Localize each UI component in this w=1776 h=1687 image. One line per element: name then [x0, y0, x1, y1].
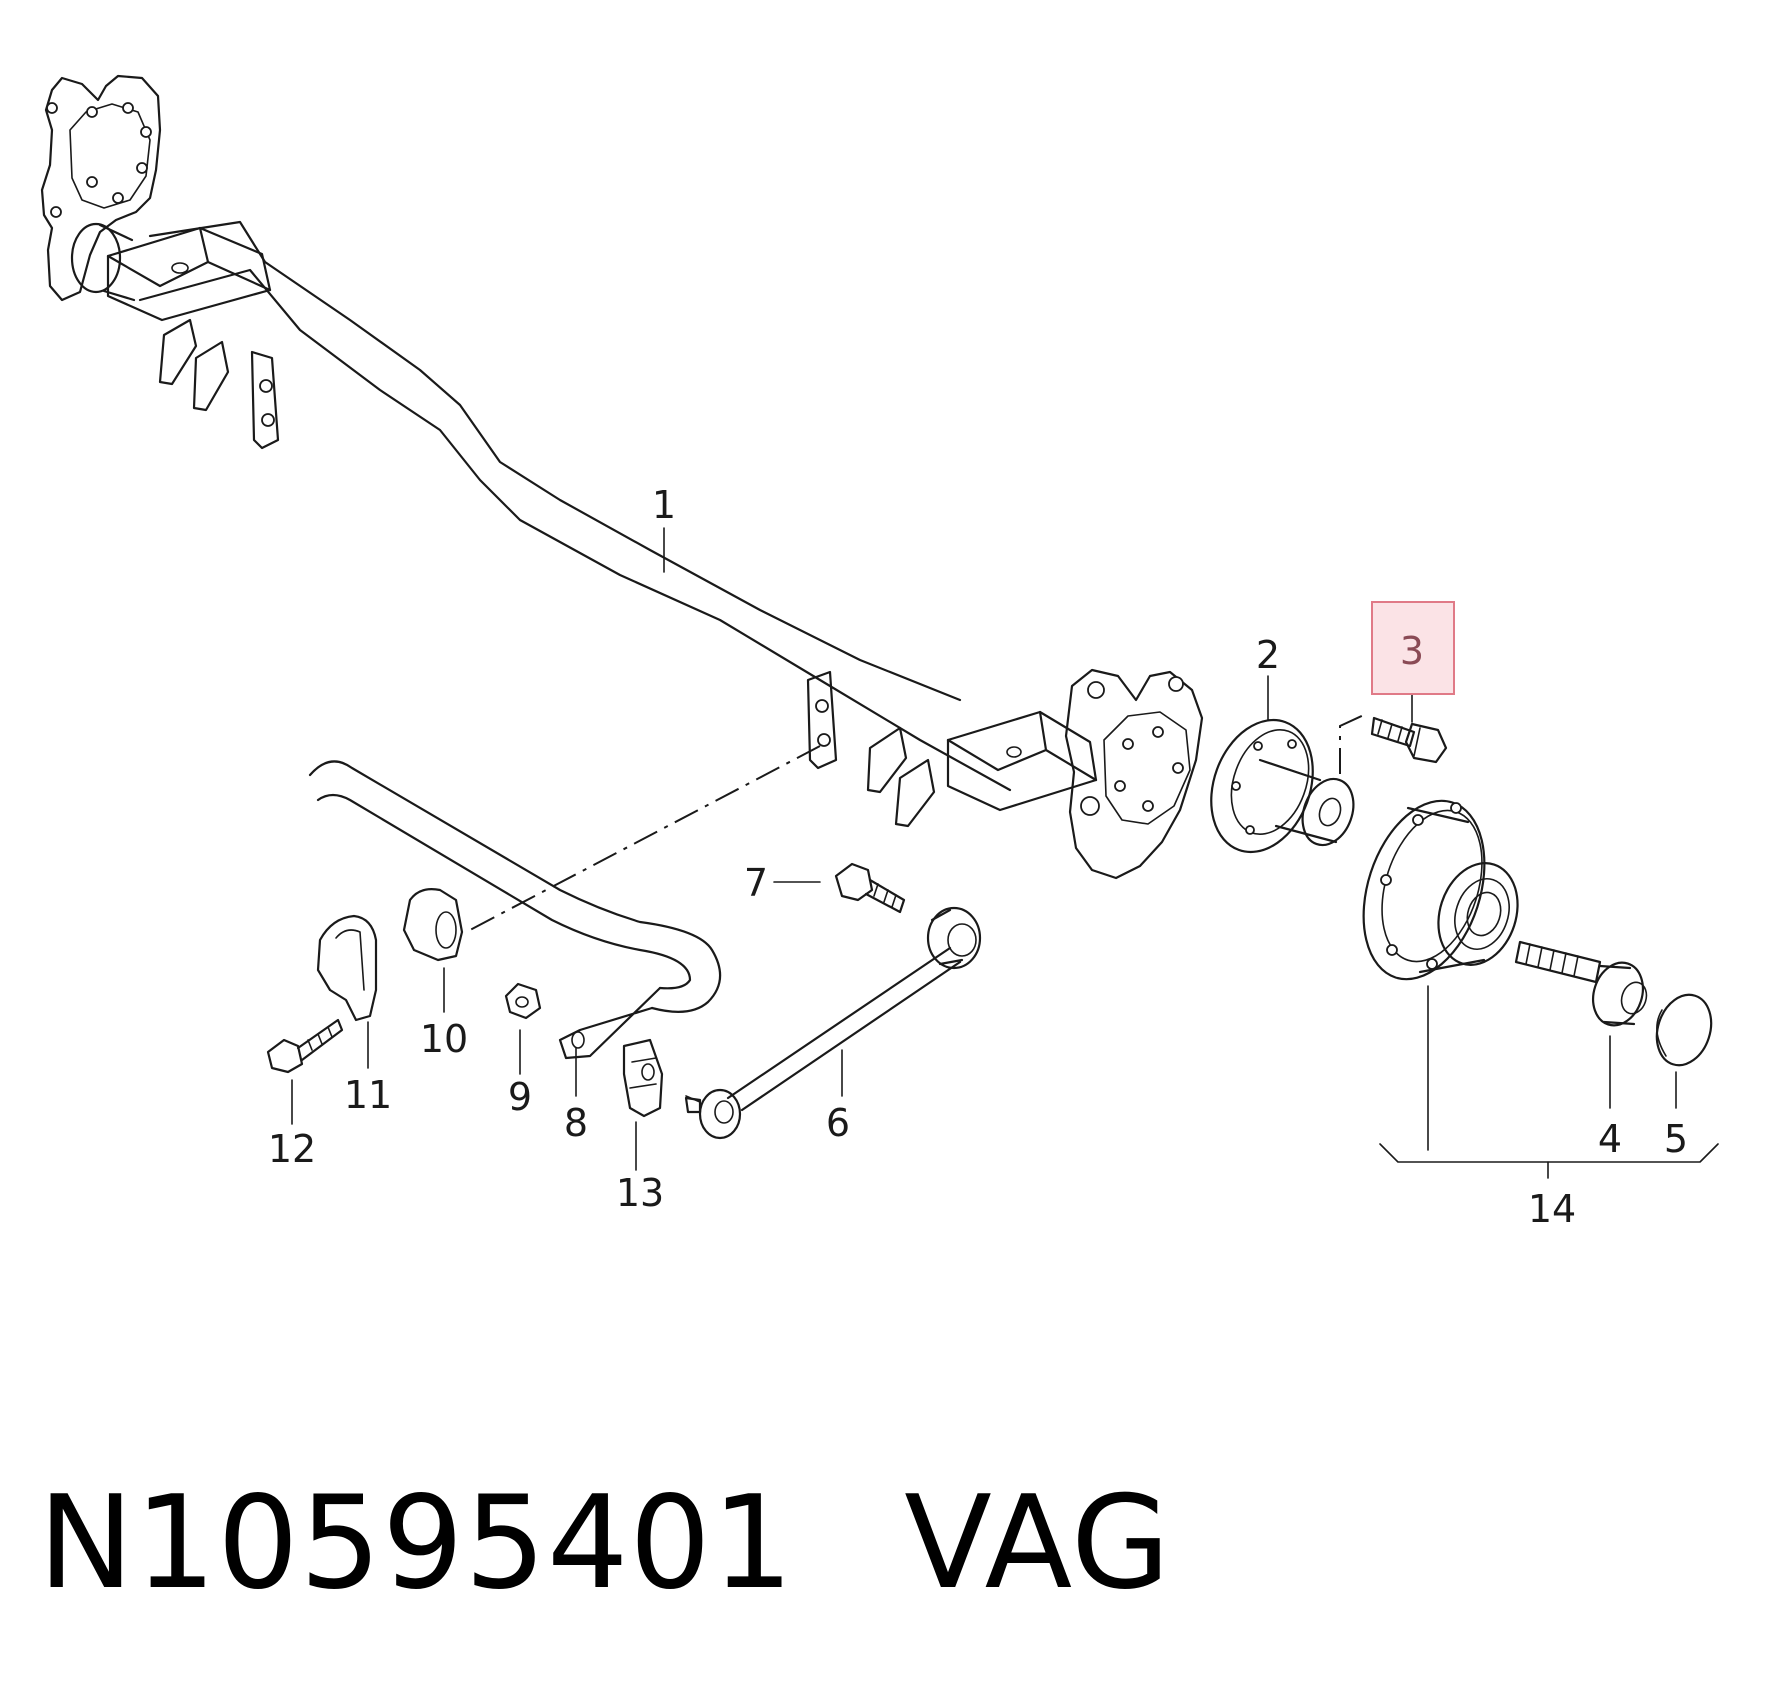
axle-bolt — [1514, 940, 1648, 1027]
callout-1: 1 — [652, 483, 676, 527]
rear-axle-beam — [40, 74, 1204, 880]
coupling-bolt — [834, 862, 906, 914]
bracket — [316, 914, 378, 1022]
callout-6: 6 — [826, 1101, 850, 1145]
callout-8: 8 — [564, 1101, 588, 1145]
callout-10: 10 — [420, 1017, 468, 1061]
clamp — [622, 1038, 664, 1118]
callout-3: 3 — [1400, 629, 1424, 673]
callout-11: 11 — [344, 1073, 392, 1117]
bracket-bolt — [266, 1018, 344, 1074]
callout-7: 7 — [744, 861, 768, 905]
brand-name: VAG — [904, 1469, 1172, 1618]
callout-4: 4 — [1598, 1117, 1622, 1161]
callout-labels: 1 2 3 4 5 6 7 8 9 10 11 12 13 14 — [268, 483, 1688, 1231]
part-number: N10595401 — [38, 1469, 795, 1618]
anti-roll-bar — [308, 760, 722, 1060]
assembly-centerline — [469, 745, 821, 931]
callout-14: 14 — [1528, 1187, 1576, 1231]
callout-12: 12 — [268, 1127, 316, 1171]
clamp-bolt — [685, 1095, 701, 1103]
callout-5: 5 — [1664, 1117, 1688, 1161]
callout-2: 2 — [1256, 633, 1280, 677]
dust-cap — [1655, 993, 1713, 1067]
wheel-hub — [1362, 799, 1519, 981]
hub-bolt — [1370, 716, 1448, 764]
nut — [504, 982, 542, 1020]
callout-13: 13 — [616, 1171, 664, 1215]
callout-9: 9 — [508, 1075, 532, 1119]
leader-lines — [291, 527, 1719, 1179]
rubber-bush — [402, 888, 464, 962]
stub-axle — [1210, 713, 1367, 854]
highlight-box — [1371, 601, 1455, 695]
